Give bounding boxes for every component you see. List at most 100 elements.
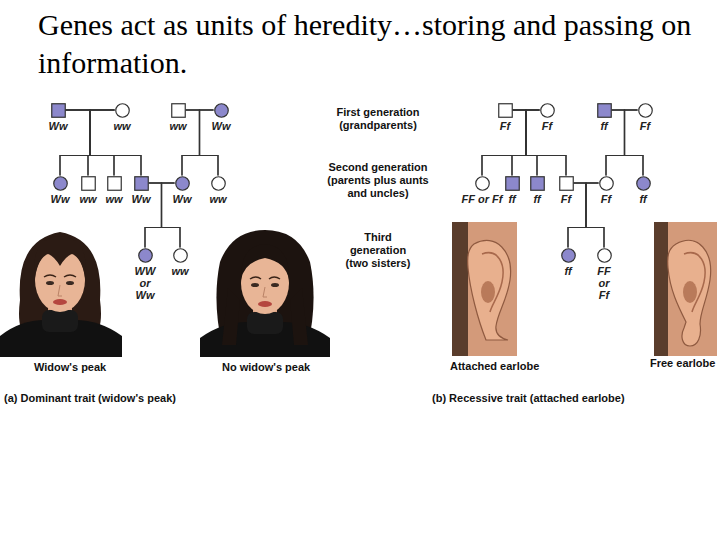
free-earlobe-photo (654, 222, 717, 356)
circle-symbol (597, 248, 611, 262)
circle-symbol (636, 176, 650, 190)
genotype-label: ww (113, 120, 130, 132)
no-widows-peak-portrait-part (216, 230, 313, 345)
genotype-label: ff (600, 120, 607, 132)
widows-peak-portrait-part (34, 236, 85, 278)
genotype-label: ff (533, 193, 540, 205)
pedigree-line (90, 110, 115, 176)
generation-label: First generation (grandparents) (318, 106, 438, 132)
no-widows-peak-portrait-part (222, 288, 240, 345)
genotype-label: Ff (561, 193, 571, 205)
free-earlobe-photo-part (654, 222, 717, 356)
male-symbol: ff (530, 176, 545, 191)
male-symbol: ww (81, 176, 96, 191)
no-widows-peak-portrait-part (290, 288, 308, 345)
pedigree-symbol (115, 103, 130, 118)
male-symbol: ww (171, 103, 186, 118)
pedigree-symbol (559, 176, 574, 191)
square-symbol (559, 176, 573, 190)
attached-earlobe-photo-part (481, 281, 495, 303)
pedigree-symbol (214, 103, 229, 118)
circle-symbol (173, 248, 187, 262)
pedigree-symbol (51, 103, 66, 118)
pedigree-symbol (53, 176, 68, 191)
pedigree-symbol (505, 176, 520, 191)
photo-caption: Widow's peak (34, 361, 106, 374)
pedigree-symbol (597, 103, 612, 118)
widows-peak-portrait-part (66, 281, 74, 285)
pedigree-line (513, 110, 567, 176)
photo-caption: Attached earlobe (450, 360, 539, 373)
genotype-label: ww (105, 193, 122, 205)
pedigree-line (526, 110, 566, 176)
circle-symbol (53, 176, 67, 190)
no-widows-peak-portrait-part (258, 301, 272, 307)
square-symbol (134, 176, 148, 190)
genotype-label: Ff (601, 193, 611, 205)
pedigree-symbol (175, 176, 190, 191)
pedigree-symbol (498, 103, 513, 118)
pedigree-symbol (597, 248, 612, 263)
pedigree-line (512, 110, 526, 176)
pedigree-line (182, 110, 214, 176)
genotype-label: WW or Ww (133, 265, 157, 301)
square-symbol (107, 176, 121, 190)
male-symbol: Ff (498, 103, 513, 118)
female-symbol: FF or Ff (597, 248, 612, 263)
genotype-label: FF or Ff (462, 193, 503, 205)
free-earlobe-photo-part (668, 240, 711, 346)
no-widows-peak-portrait-part (263, 287, 267, 297)
circle-symbol (175, 176, 189, 190)
female-symbol: FF or Ff (475, 176, 490, 191)
widows-peak-portrait (0, 225, 122, 357)
square-symbol (81, 176, 95, 190)
circle-symbol (115, 103, 129, 117)
pedigree-symbol (134, 176, 149, 191)
circle-symbol (540, 103, 554, 117)
genotype-label: ww (169, 120, 186, 132)
pedigree-line (66, 110, 91, 176)
free-earlobe-photo-part (654, 222, 668, 356)
generation-label: Second generation (parents plus aunts an… (318, 161, 438, 200)
male-symbol: Ww (134, 176, 149, 191)
photo-caption: No widow's peak (222, 361, 310, 374)
pedigree-symbol (81, 176, 96, 191)
genotype-label: ff (564, 265, 571, 277)
pedigree-line (90, 110, 141, 176)
panel-caption: (a) Dominant trait (widow's peak) (4, 392, 176, 405)
photo-caption: Free earlobe (650, 357, 715, 370)
circle-symbol (138, 248, 152, 262)
pedigree-symbol (138, 248, 153, 263)
no-widows-peak-portrait (200, 225, 330, 357)
square-symbol (51, 103, 65, 117)
free-earlobe-photo-part (684, 253, 705, 312)
genotype-label: ff (639, 193, 646, 205)
no-widows-peak-portrait-part (250, 277, 261, 279)
female-symbol: Ff (638, 103, 653, 118)
no-widows-peak-portrait-part (271, 283, 279, 287)
female-symbol: ww (173, 248, 188, 263)
circle-symbol (638, 103, 652, 117)
pedigree-line (513, 110, 538, 176)
generation-label: Third generation (two sisters) (338, 231, 418, 270)
no-widows-peak-portrait-part (247, 312, 283, 334)
attached-earlobe-photo-part (452, 222, 517, 356)
genotype-label: Ff (640, 120, 650, 132)
widows-peak-portrait-part (46, 281, 54, 285)
circle-symbol (475, 176, 489, 190)
pedigree-symbol (638, 103, 653, 118)
genotype-label: Ff (542, 120, 552, 132)
circle-symbol (599, 176, 613, 190)
pedigree-line (568, 183, 599, 248)
female-symbol: ff (636, 176, 651, 191)
pedigree-symbol (173, 248, 188, 263)
pedigree-symbol (211, 176, 226, 191)
female-symbol: Ff (599, 176, 614, 191)
pedigree-line (482, 110, 526, 176)
circle-symbol (214, 103, 228, 117)
genotype-label: ww (79, 193, 96, 205)
female-symbol: WW or Ww (138, 248, 153, 263)
female-symbol: Ff (540, 103, 555, 118)
